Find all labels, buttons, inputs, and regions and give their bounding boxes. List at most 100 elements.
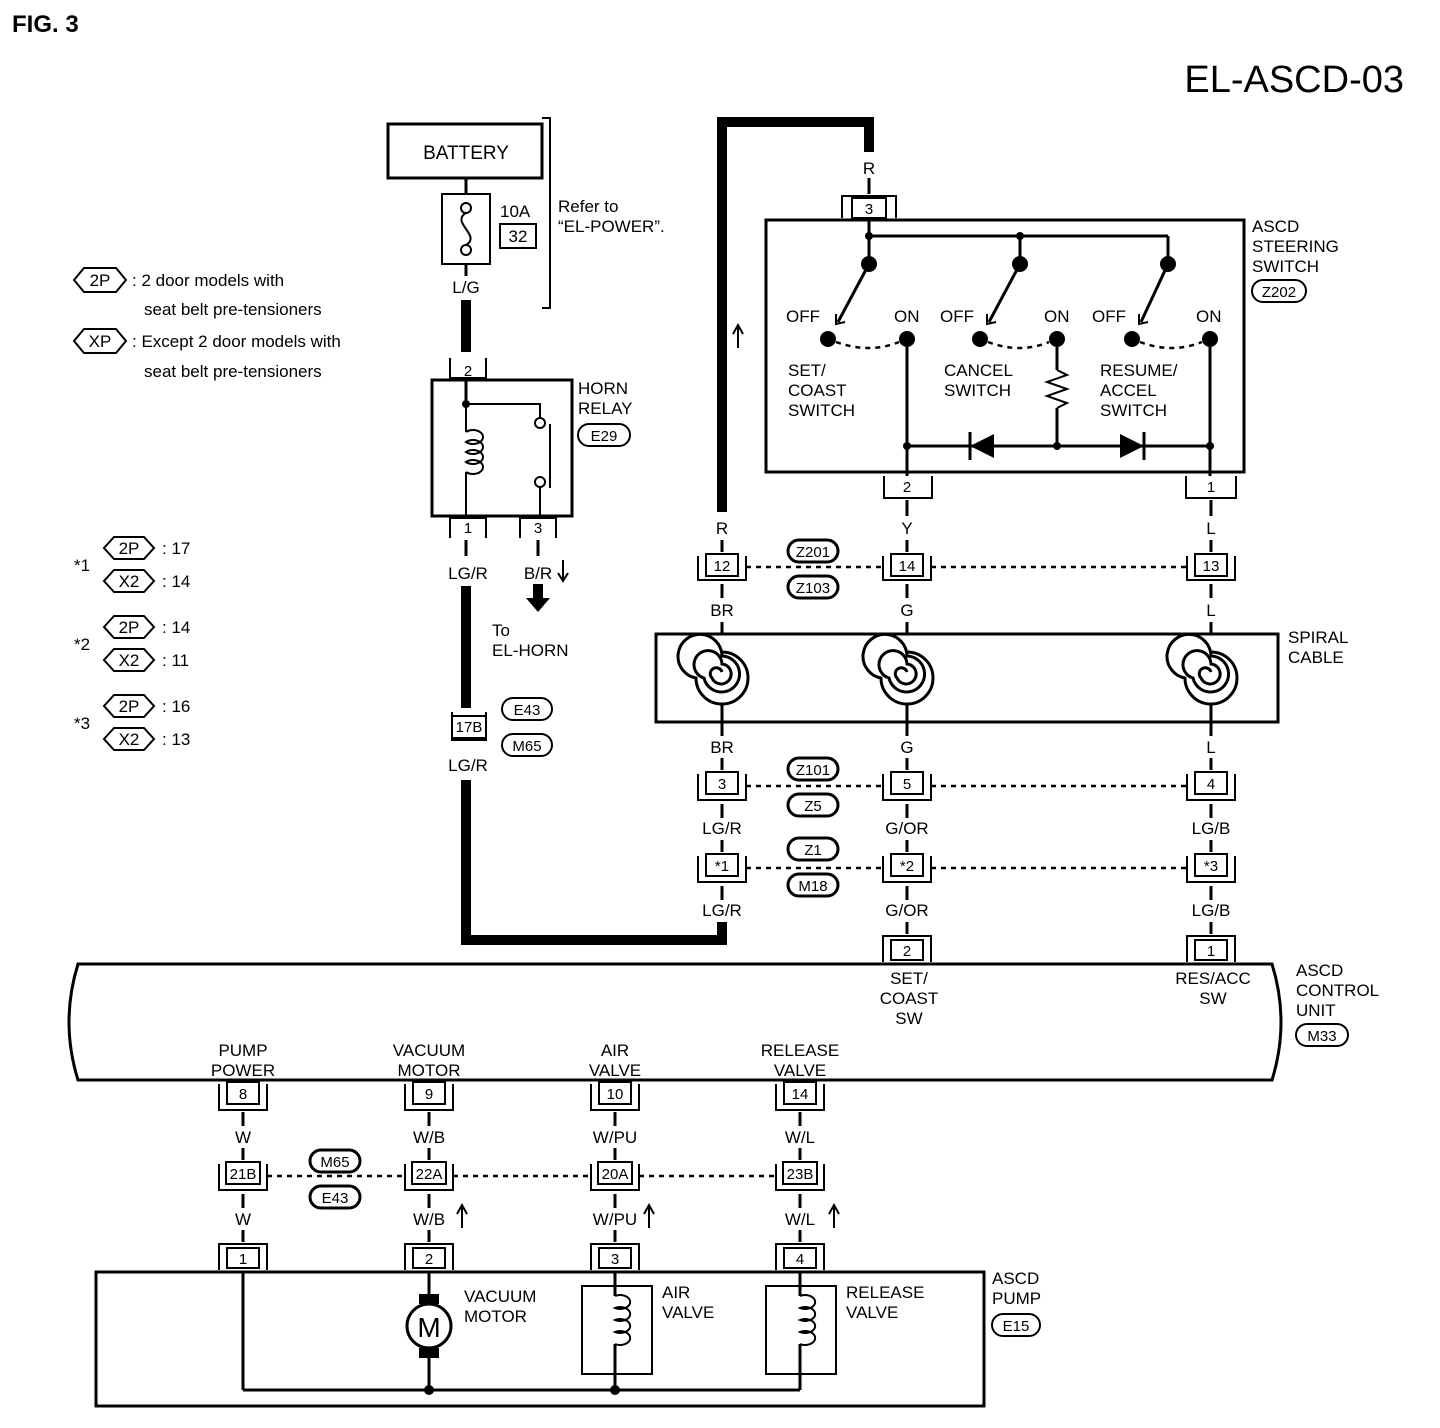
switch-contact-off xyxy=(1124,331,1140,347)
star-note-2-mark: *2 xyxy=(74,635,90,654)
unit-top-label-2b: SW xyxy=(1199,989,1226,1008)
control-unit: 2 1 SET/ COAST SW RES/ACC SW PUMP POWER … xyxy=(67,935,1379,1111)
pin-box xyxy=(783,1247,817,1269)
pin-box xyxy=(226,1081,260,1105)
unit-name-1: ASCD xyxy=(1296,961,1343,980)
steering-pin-3: 3 xyxy=(865,201,873,218)
wire-lgr: LG/R xyxy=(702,819,742,838)
pin-box xyxy=(1194,939,1228,961)
connector-badge xyxy=(501,733,553,757)
unit-top-label-1c: SW xyxy=(895,1009,922,1028)
air-valve-box xyxy=(581,1285,653,1375)
vacuum-motor-label-1: VACUUM xyxy=(464,1287,536,1306)
m18-connector: M18 xyxy=(798,878,827,895)
m65-connector: M65 xyxy=(320,1154,349,1171)
steering-pin-2: 2 xyxy=(903,479,911,496)
connector-pin-frame xyxy=(882,935,932,962)
set-coast-label-2: COAST xyxy=(788,381,847,400)
down-arrow-icon xyxy=(557,560,569,583)
unit-pin-2: 2 xyxy=(903,943,911,960)
horn-relay: 2 HORN RELAY E29 1 3 xyxy=(430,358,633,538)
switch-travel xyxy=(1139,340,1203,350)
air-valve-label-2: VALVE xyxy=(662,1303,714,1322)
unit-label-air-1: AIR xyxy=(601,1041,629,1060)
unit-top-label-2a: RES/ACC xyxy=(1175,969,1251,988)
steering-pin-1: 1 xyxy=(1207,479,1215,496)
wire-gor: G/OR xyxy=(885,819,928,838)
connector-pin-frame xyxy=(590,1084,640,1111)
star-2-value-2p: : 14 xyxy=(162,618,190,637)
refer-note-line1: Refer to xyxy=(558,197,618,216)
up-arrow-icon xyxy=(732,322,744,348)
wire-g-2: G xyxy=(900,738,913,757)
resume-label-1: RESUME/ xyxy=(1100,361,1178,380)
unit-label-air-2: VALVE xyxy=(589,1061,641,1080)
resistor-icon xyxy=(1043,369,1071,409)
z1-pin-star1: *1 xyxy=(715,858,729,875)
legend-text-2p-line1: : 2 door models with xyxy=(132,271,284,290)
connector-pin-frame xyxy=(1185,476,1237,499)
switch-arrow-icon xyxy=(835,314,846,326)
release-valve-label-1: RELEASE xyxy=(846,1283,924,1302)
wire-w: W xyxy=(235,1128,251,1147)
battery-label: BATTERY xyxy=(423,143,509,164)
connector-pin-frame xyxy=(1186,556,1236,581)
connector-pin-frame xyxy=(841,195,897,218)
steering-name-3: SWITCH xyxy=(1252,257,1319,276)
switch-blade xyxy=(1139,263,1170,323)
unit-name-3: UNIT xyxy=(1296,1001,1336,1020)
pump-pin-4: 4 xyxy=(796,1251,804,1268)
pin-box xyxy=(597,1161,633,1185)
star-1-value-x2: : 14 xyxy=(162,572,190,591)
wire-r-steering-feed xyxy=(717,117,874,512)
control-unit-box xyxy=(67,962,1283,1082)
z1-pin-star2: *2 xyxy=(900,858,914,875)
z1-connector: Z1 xyxy=(804,842,822,859)
wire-br-2: BR xyxy=(710,738,734,757)
refer-note-line2: “EL-POWER”. xyxy=(558,217,665,236)
connector-pin-frame xyxy=(519,517,557,538)
spiral-icon xyxy=(676,632,750,706)
wire-w-2: W xyxy=(235,1210,251,1229)
set-coast-off: OFF xyxy=(786,307,820,326)
relay-contact-top xyxy=(534,417,546,429)
motor-symbol: M xyxy=(417,1312,440,1343)
horn-relay-pin-1: 1 xyxy=(464,520,472,537)
joint-17b-connector-m65: M65 xyxy=(512,738,541,755)
horn-note-line1: To xyxy=(492,621,510,640)
air-valve-label-1: AIR xyxy=(662,1283,690,1302)
pin-box xyxy=(705,771,739,795)
horn-relay-box xyxy=(430,378,574,518)
horn-relay-connector: E29 xyxy=(591,428,618,445)
connector-pin-frame xyxy=(218,1243,268,1270)
row-z101: 3 5 4 Z101 Z5 xyxy=(697,756,1236,818)
m65-pin-22a: 22A xyxy=(416,1166,443,1183)
switch-contact-on xyxy=(1049,331,1065,347)
spiral-icon xyxy=(1165,632,1239,706)
star-3-value-x2: : 13 xyxy=(162,730,190,749)
z1-pin-star3: *3 xyxy=(1204,858,1218,875)
connector-pin-frame xyxy=(1186,935,1236,962)
connector-pin-frame xyxy=(775,1243,825,1270)
figure-label: FIG. 3 xyxy=(12,11,79,38)
wire-l-3: L xyxy=(1206,738,1215,757)
switch-blade xyxy=(836,263,871,323)
connector-badge xyxy=(1251,279,1307,303)
pin-box xyxy=(598,1081,632,1105)
z101-pin-5: 5 xyxy=(903,776,911,793)
resume-label-2: ACCEL xyxy=(1100,381,1157,400)
wire-wl-2: W/L xyxy=(785,1210,815,1229)
steering-name-2: STEERING xyxy=(1252,237,1339,256)
steering-connector: Z202 xyxy=(1262,284,1296,301)
code-badge-2p xyxy=(102,615,156,639)
steering-top-wire: R xyxy=(863,159,875,178)
fuse-icon xyxy=(460,212,472,246)
star-note-3-mark: *3 xyxy=(74,714,90,733)
unit-pin-8: 8 xyxy=(239,1086,247,1103)
unit-label-pump-1: PUMP xyxy=(218,1041,267,1060)
connector-pin-frame xyxy=(404,1084,454,1111)
pin-box xyxy=(890,771,924,795)
wire-y: Y xyxy=(901,519,912,538)
junction-dot xyxy=(1206,442,1214,450)
legend-text-xp-line1: : Except 2 door models with xyxy=(132,332,341,351)
